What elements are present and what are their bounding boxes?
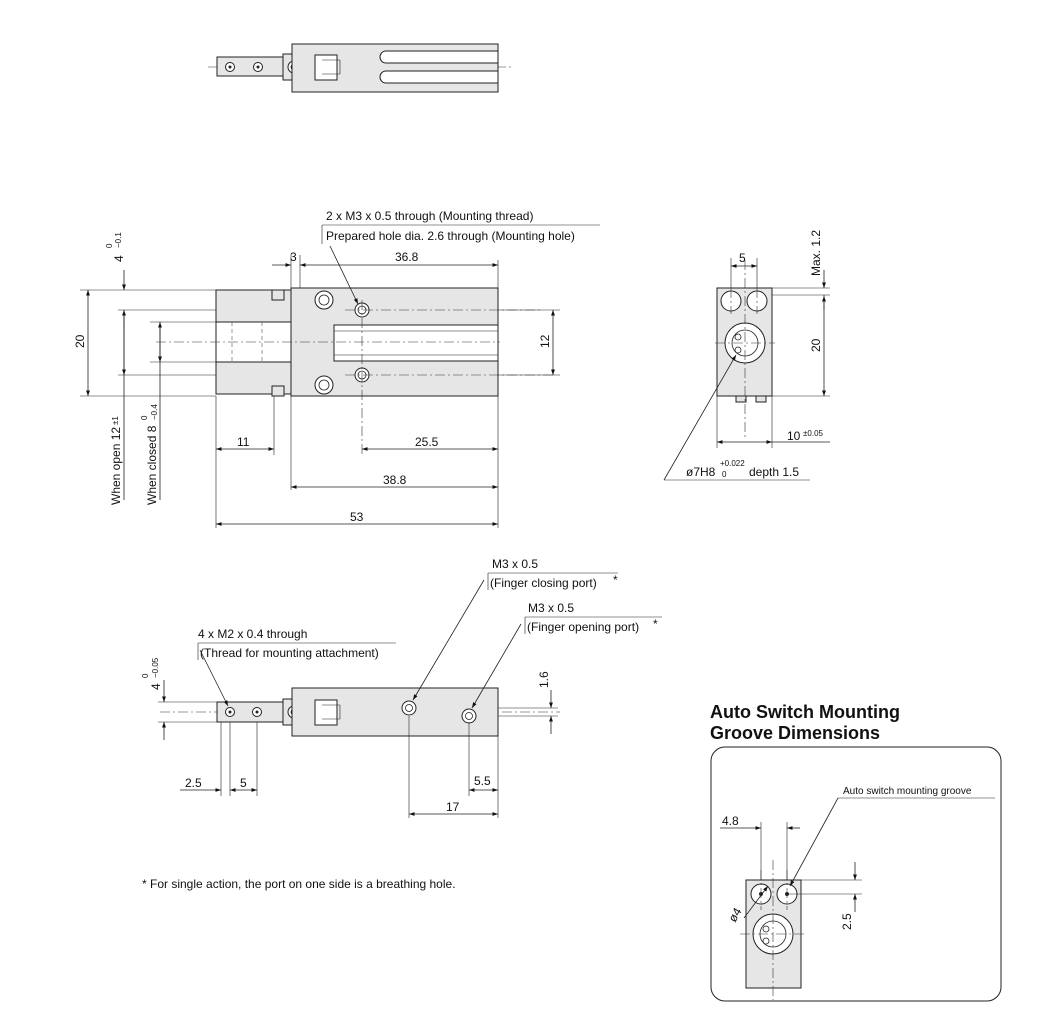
- bottom-dim-5: 5: [240, 776, 247, 790]
- bore-depth: depth 1.5: [749, 465, 799, 479]
- when-closed-upper-tol: 0: [140, 415, 149, 420]
- dim-4-main: 4: [112, 255, 126, 262]
- bottom-dim-4-upper: 0: [141, 673, 150, 678]
- opening-port: [461, 708, 477, 724]
- side-dim-max: Max. 1.2: [809, 230, 823, 276]
- opening-port-size: M3 x 0.5: [528, 601, 574, 615]
- side-dim-10-tol: ±0.05: [803, 429, 824, 438]
- bottom-dim-2-5: 2.5: [185, 776, 202, 790]
- bore-note: ø7H8: [686, 465, 716, 479]
- bore-upper-tol: +0.022: [720, 459, 745, 468]
- dim-4-upper-tol: 0: [105, 243, 114, 248]
- inset-frame: [710, 746, 1002, 1002]
- dim-3: 3: [290, 250, 297, 264]
- inset-dim-4-8: 4.8: [722, 814, 739, 828]
- attach-thread-note: 4 x M2 x 0.4 through: [198, 627, 307, 641]
- footnote: * For single action, the port on one sid…: [142, 877, 456, 891]
- when-closed-lower-tol: −0.4: [150, 404, 159, 420]
- when-open-label: When open 12: [109, 427, 123, 505]
- dim-12: 12: [538, 334, 552, 348]
- bottom-dim-4: 4: [149, 683, 163, 690]
- bottom-view: 4 x M2 x 0.4 through (Thread for mountin…: [141, 557, 662, 891]
- bottom-dim-17: 17: [446, 800, 460, 814]
- side-dim-10: 10: [787, 429, 801, 443]
- inset-title-line1: Auto Switch Mounting: [710, 702, 900, 722]
- top-view: [208, 43, 512, 93]
- opening-port-asterisk: *: [653, 617, 658, 631]
- inset-dim-2-5: 2.5: [840, 913, 854, 930]
- side-dim-20: 20: [809, 338, 823, 352]
- dim-38-8: 38.8: [383, 473, 407, 487]
- dim-53: 53: [350, 510, 364, 524]
- when-open-tol: ±1: [111, 416, 120, 425]
- bottom-dim-5-5: 5.5: [474, 774, 491, 788]
- bottom-dim-4-lower: −0.05: [151, 657, 160, 678]
- opening-port-label: (Finger opening port): [527, 620, 639, 634]
- attach-thread-purpose: (Thread for mounting attachment): [200, 646, 379, 660]
- mount-hole-top: [314, 290, 334, 310]
- mount-hole-bottom: [314, 375, 334, 395]
- bore-lower-tol: 0: [722, 470, 727, 479]
- mount-hole-note: Prepared hole dia. 2.6 through (Mounting…: [326, 229, 575, 243]
- groove-inset: Auto Switch Mounting Groove Dimensions 4…: [710, 702, 1002, 1002]
- closing-port-asterisk: *: [613, 573, 618, 587]
- dim-20: 20: [73, 334, 87, 348]
- dim-11: 11: [237, 435, 250, 449]
- dim-25-5: 25.5: [415, 435, 439, 449]
- closing-port-label: (Finger closing port): [490, 576, 597, 590]
- closing-port: [401, 700, 417, 716]
- inset-title-line2: Groove Dimensions: [710, 723, 880, 743]
- mount-thread-note: 2 x M3 x 0.5 through (Mounting thread): [326, 209, 533, 223]
- when-closed-label: When closed 8: [145, 425, 159, 505]
- closing-port-size: M3 x 0.5: [492, 557, 538, 571]
- dim-4-lower-tol: −0.1: [114, 232, 123, 248]
- front-view: 2 x M3 x 0.5 through (Mounting thread) P…: [73, 209, 600, 528]
- inset-dim-dia4: ø4: [725, 905, 744, 924]
- side-dim-5: 5: [739, 251, 746, 265]
- bottom-dim-1-6: 1.6: [537, 671, 551, 688]
- dim-36-8: 36.8: [395, 250, 419, 264]
- groove-label: Auto switch mounting groove: [843, 786, 972, 797]
- side-view: 5 Max. 1.2 20 10 ±0.05 ø7H8 +0.022 0 dep…: [663, 230, 830, 481]
